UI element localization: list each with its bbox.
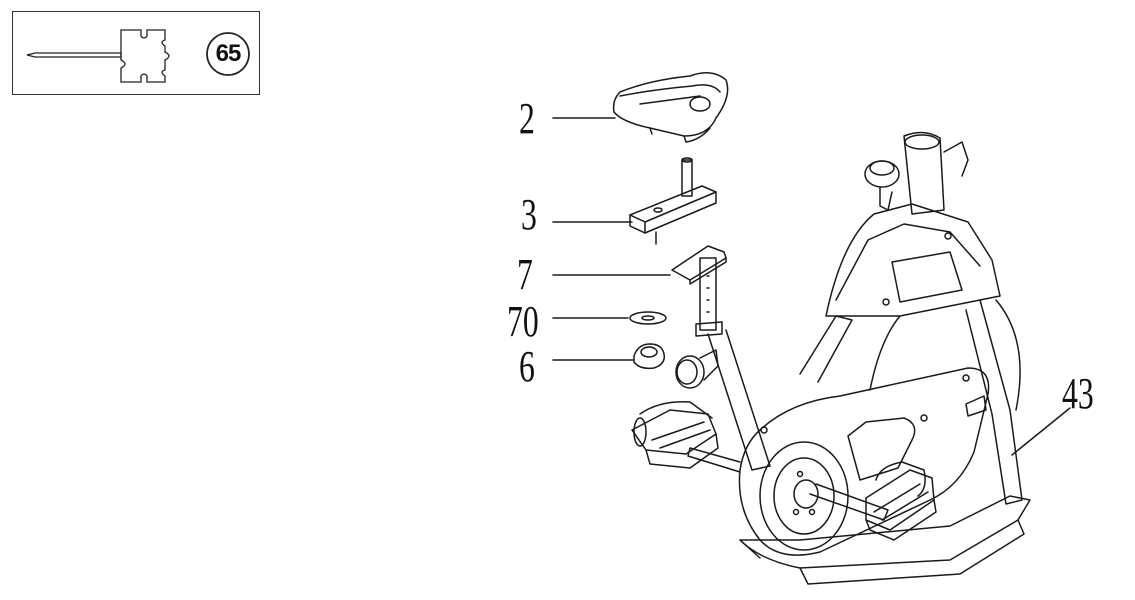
hex-wrench-icon xyxy=(26,29,250,83)
callout-seat-clamp: 3 xyxy=(521,190,537,239)
washer xyxy=(629,311,667,325)
seat-post xyxy=(671,245,727,337)
chain-guard xyxy=(738,367,990,556)
pop-pin xyxy=(675,349,719,389)
callout-knob: 6 xyxy=(519,342,535,391)
callout-frame: 43 xyxy=(1062,369,1094,418)
callout-seat-post: 7 xyxy=(517,250,533,299)
seat xyxy=(612,72,729,143)
callout-washer: 70 xyxy=(507,297,539,346)
knob xyxy=(633,343,666,370)
seat-clamp xyxy=(629,157,717,245)
leader-lines xyxy=(552,117,1071,456)
frame xyxy=(707,131,1031,585)
pedal-left xyxy=(631,401,719,469)
tool-box: 65 xyxy=(12,11,260,95)
callout-seat: 2 xyxy=(519,94,535,143)
tool-number: 65 xyxy=(215,40,242,67)
pedal-right xyxy=(865,461,937,541)
cranks xyxy=(687,447,889,521)
